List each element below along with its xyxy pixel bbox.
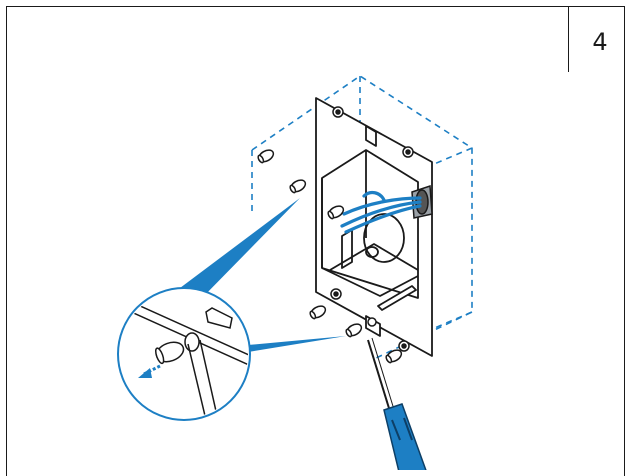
detail-magnifier: [117, 287, 251, 421]
wall-anchors: [257, 149, 403, 364]
cable-gland: [411, 184, 433, 219]
panel-frame: [6, 6, 625, 476]
screwdriver-icon: [367, 337, 427, 470]
step-number: 4: [592, 28, 608, 56]
pull-arrow-icon: [138, 364, 161, 378]
mounting-bracket: [315, 97, 433, 357]
bracket-screw-holes: [330, 106, 414, 352]
step-divider: [568, 6, 569, 72]
cable-bundle: [340, 190, 422, 234]
